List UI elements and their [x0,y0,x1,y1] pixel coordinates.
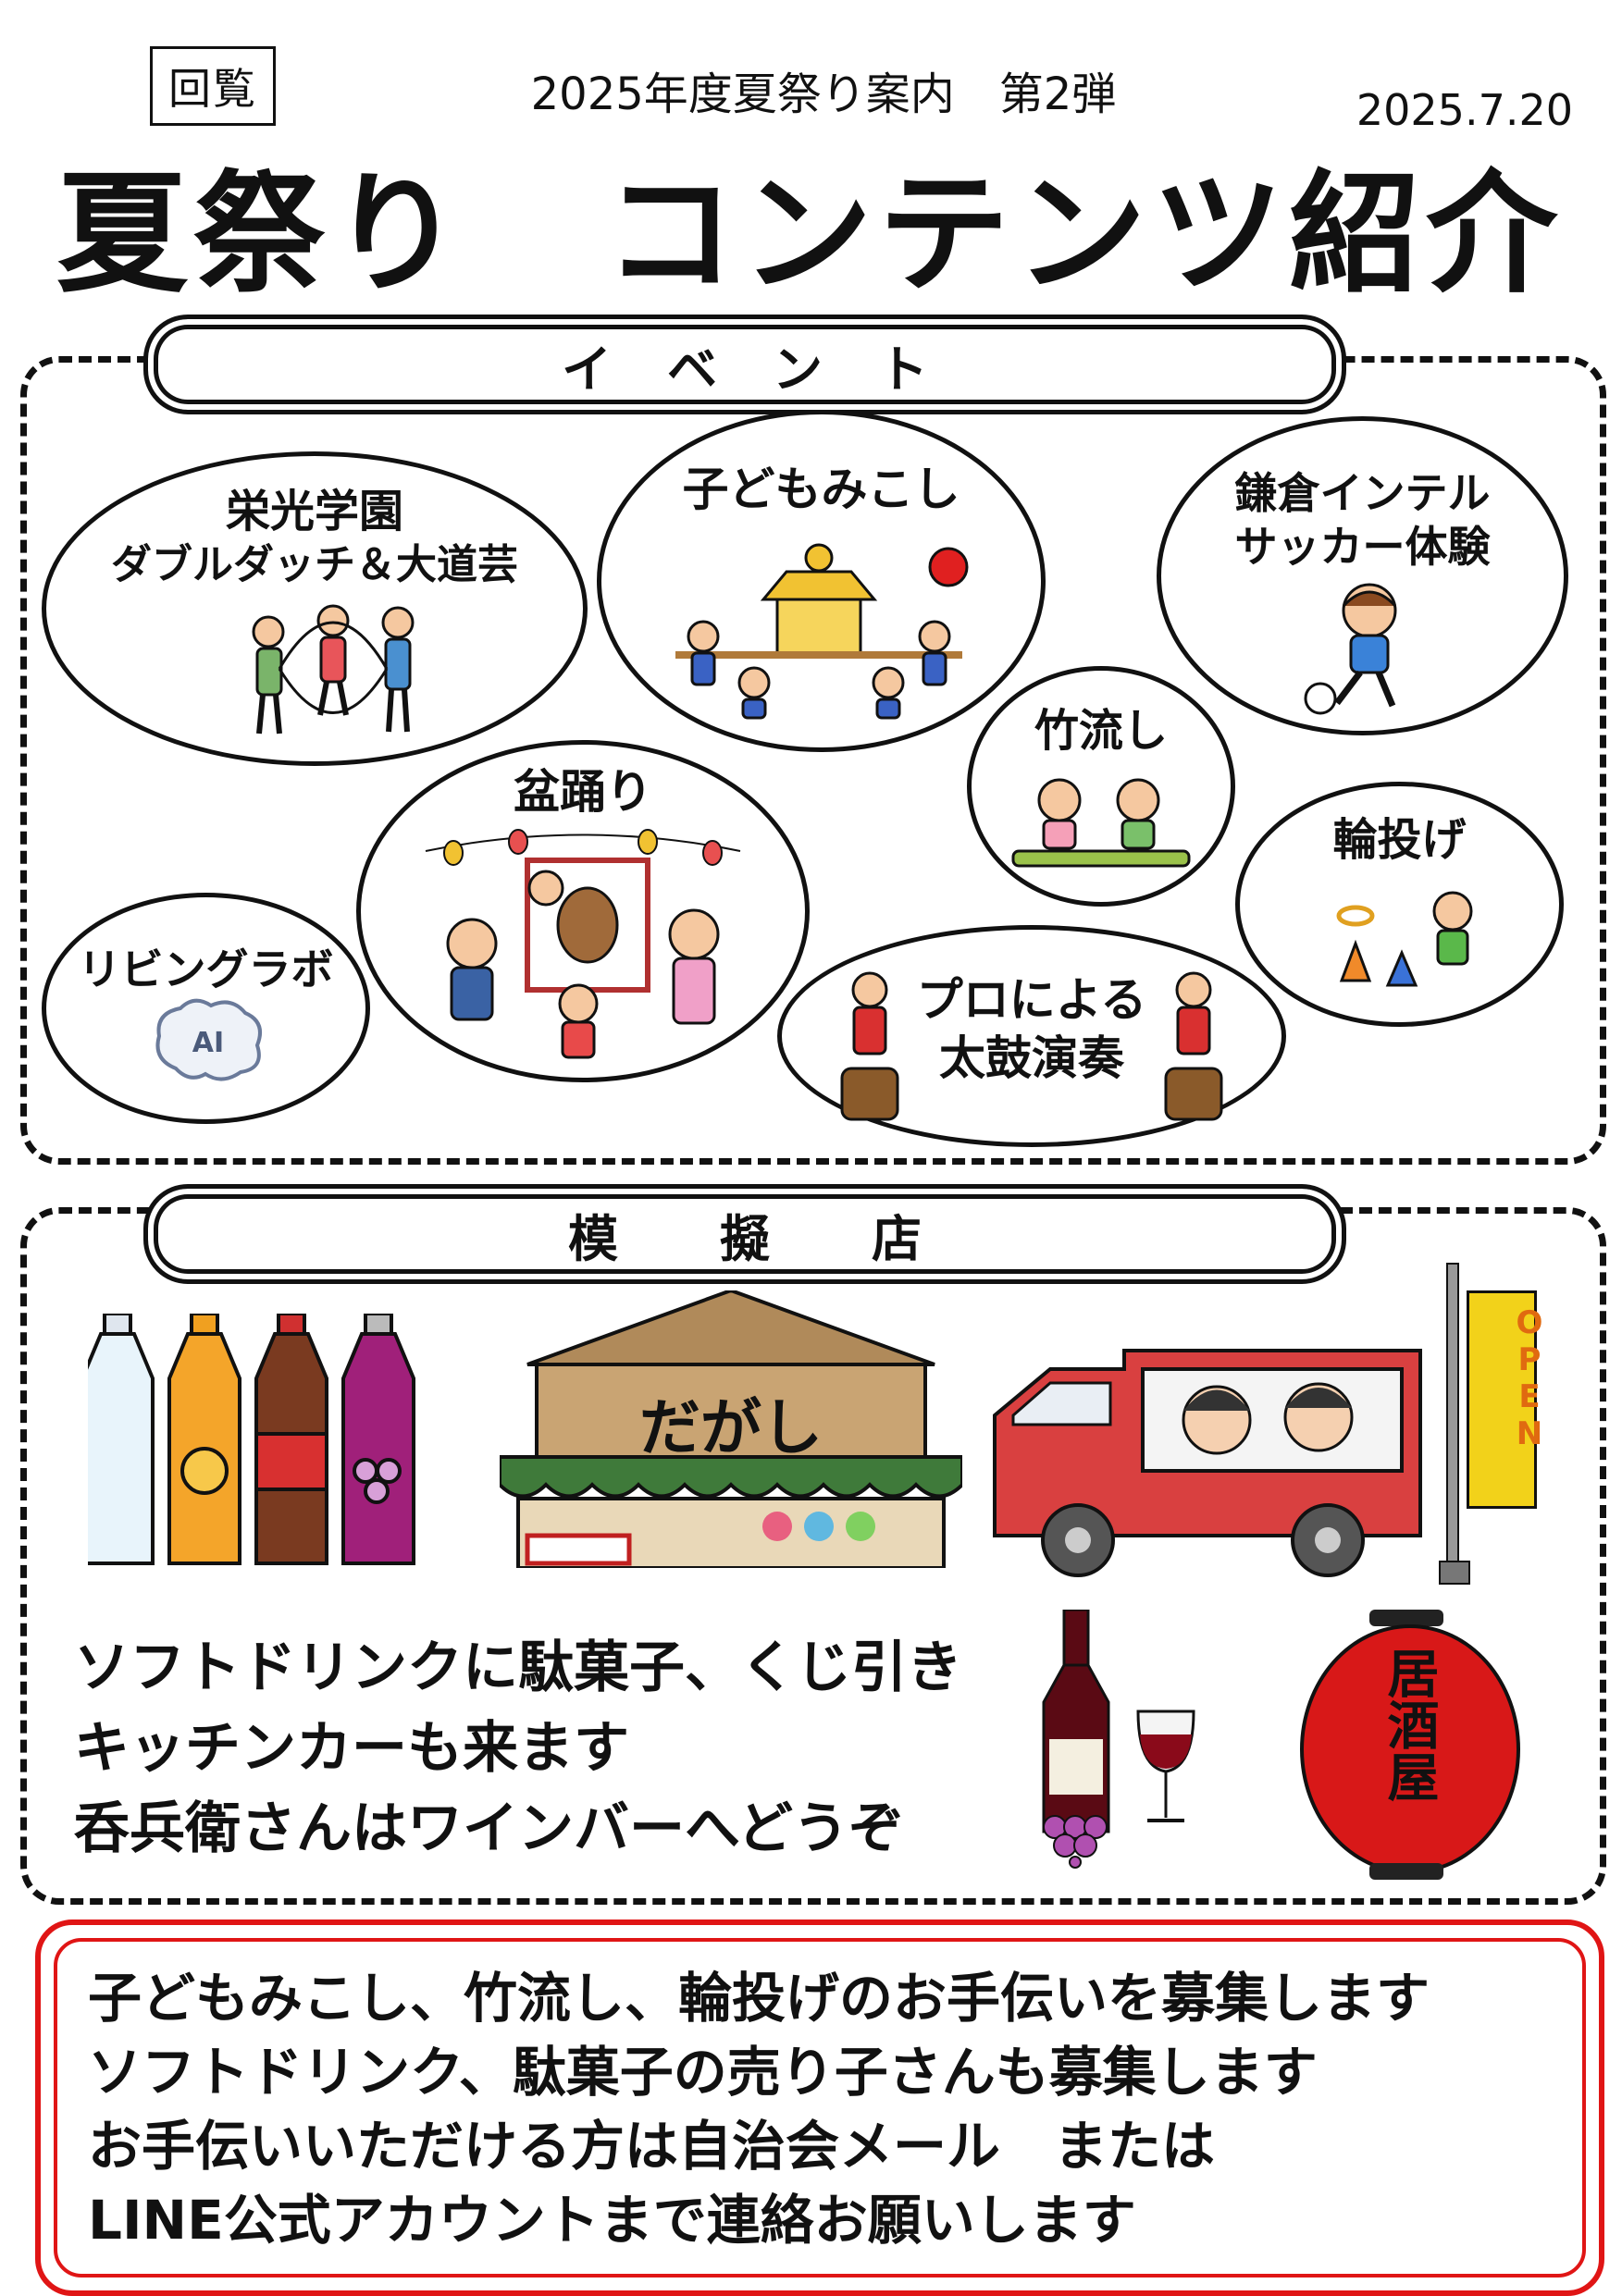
shop-building [500,1290,962,1568]
notice-line: ソフトドリンク、駄菓子の売り子さんも募集します [88,2041,1318,2105]
taiko-drummer-right-illustration [1164,971,1223,1121]
dagashi-shop-illustration: だがし [500,1290,962,1568]
event-label: 子どもみこし [682,463,960,516]
event-label: 盆踊り [514,765,652,819]
bon-odori-illustration [425,829,741,1059]
page-subtitle: 2025年度夏祭り案内 第2弾 [530,68,1117,120]
stalls-line: キッチンカーも来ます [74,1716,629,1781]
event-label: 栄光学園 ダブルダッチ＆大道芸 [111,486,518,588]
kitchen-car-illustration [993,1349,1422,1577]
shop-sign: だがし [639,1392,823,1463]
issue-date: 2025.7.20 [1356,85,1573,135]
open-flag: OPEN [1439,1263,1559,1586]
event-bubble-bon-odori: 盆踊り [356,740,810,1082]
event-bubble-taiko: プロによる 太鼓演奏 [777,925,1286,1147]
notice-line: 子どもみこし、竹流し、輪投げのお手伝いを募集します [88,1967,1430,2030]
ring-toss-illustration [1336,891,1473,987]
event-label: 竹流し [1034,705,1168,757]
svg-text:AI: AI [192,1027,224,1059]
mikoshi-illustration [675,543,969,720]
stalls-description: ソフトドリンクに駄菓子、くじ引き キッチンカーも来ます 呑兵衛さんはワインバーへ… [74,1628,1018,1870]
ai-brain-icon: AI [155,998,262,1081]
page-title: 夏祭り コンテンツ紹介 [56,158,1563,311]
notice-line: お手伝いいただける方は自治会メール または [88,2115,1216,2179]
lantern-body [1300,1624,1520,1874]
soft-drink-bottles-illustration [88,1314,415,1565]
jump-rope-illustration [252,604,415,734]
stalls-line: ソフトドリンクに駄菓子、くじ引き [74,1636,962,1700]
notice-inner-border [54,1938,1586,2277]
event-bubble-living-lab: リビングラボ AI [42,893,370,1124]
lantern-text: 居酒屋 [1379,1647,1439,1802]
circulation-stamp: 回覧 [150,46,276,126]
flag-pole [1446,1263,1459,1572]
event-bubble-ring-toss: 輪投げ [1235,782,1564,1027]
event-bubble-soccer: 鎌倉インテル サッカー体験 [1157,416,1568,735]
flag-text: OPEN [1511,1304,1548,1452]
event-label: プロによる 太鼓演奏 [916,973,1147,1085]
event-bubble-bamboo: 竹流し [967,666,1235,907]
izakaya-lantern: 居酒屋 [1291,1610,1522,1887]
notice-line: LINE公式アカウントまで連絡お願いします [88,2189,1136,2253]
events-heading-text: イベント [562,339,984,399]
lantern-bottom [1369,1863,1443,1880]
event-bubble-double-dutch: 栄光学園 ダブルダッチ＆大道芸 [42,451,588,766]
volunteer-notice-box [35,1920,1604,2296]
lantern-top [1369,1610,1443,1626]
stalls-heading: 模擬店 [143,1184,1346,1284]
flag-banner: OPEN [1467,1290,1548,1509]
bamboo-noodle-illustration [1011,778,1191,868]
taiko-drummer-left-illustration [840,971,899,1121]
event-bubble-kids-mikoshi: 子どもみこし [597,410,1046,752]
flag-base [1439,1561,1470,1585]
event-label: リビングラボ [78,944,334,994]
stalls-line: 呑兵衛さんはワインバーへどうぞ [74,1796,904,1861]
event-label: 輪投げ [1332,814,1467,866]
event-label: 鎌倉インテル サッカー体験 [1234,468,1491,572]
volunteer-notice-text: 子どもみこし、竹流し、輪投げのお手伝いを募集します ソフトドリンク、駄菓子の売り… [88,1961,1568,2257]
stalls-heading-text: 模擬店 [568,1209,1023,1268]
soccer-player-illustration [1304,583,1397,715]
wine-illustration [1042,1610,1195,1869]
events-heading: イベント [143,315,1346,414]
